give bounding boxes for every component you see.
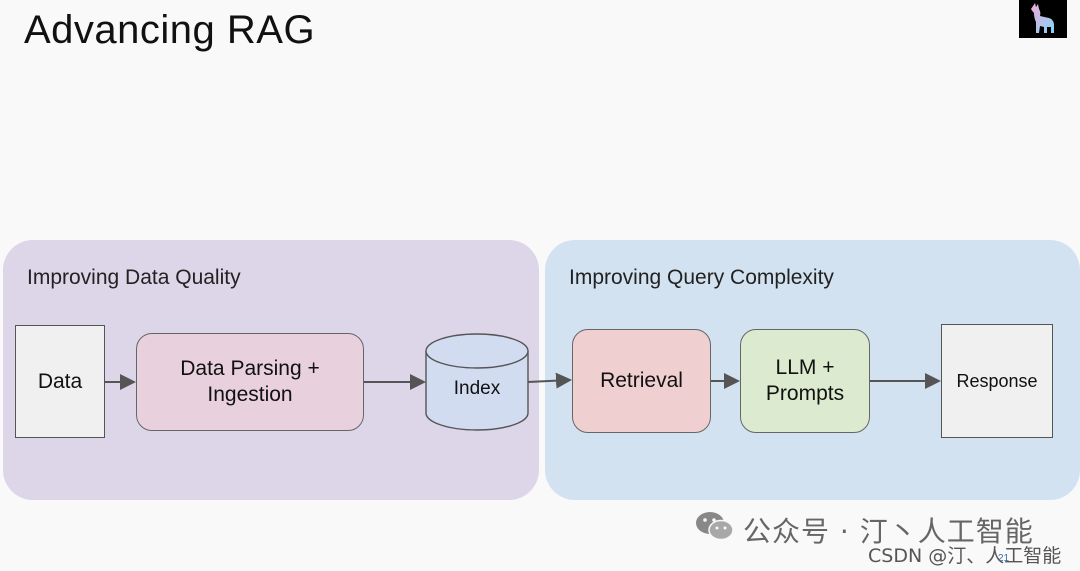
data-node: Data — [15, 325, 105, 438]
wechat-watermark: 公众号 · 汀丶人工智能 — [743, 515, 1034, 548]
llm-line1: LLM + — [775, 356, 835, 379]
page-number: 21 — [998, 553, 1010, 564]
data-parsing-line2: Ingestion — [207, 383, 293, 406]
arrow-index-to-retrieval — [527, 372, 572, 389]
data-parsing-node: Data Parsing + Ingestion — [136, 333, 364, 431]
slide-title: Advancing RAG — [24, 8, 316, 52]
response-node: Response — [941, 324, 1053, 438]
llama-logo-icon — [1019, 0, 1067, 38]
llm-line2: Prompts — [765, 382, 845, 405]
index-cylinder — [425, 333, 529, 431]
csdn-watermark: CSDN @汀、人工智能 — [868, 545, 1062, 567]
llm-prompts-node: LLM + Prompts — [740, 329, 870, 433]
retrieval-node: Retrieval — [572, 329, 711, 433]
response-node-label: Response — [956, 371, 1038, 391]
retrieval-node-label: Retrieval — [600, 369, 683, 392]
data-node-label: Data — [37, 369, 83, 393]
data-parsing-line1: Data Parsing + — [180, 357, 320, 380]
wechat-icon — [694, 508, 736, 544]
index-node-label: Index — [453, 378, 501, 399]
query-complexity-label: Improving Query Complexity — [569, 266, 834, 289]
data-quality-label: Improving Data Quality — [27, 266, 241, 289]
